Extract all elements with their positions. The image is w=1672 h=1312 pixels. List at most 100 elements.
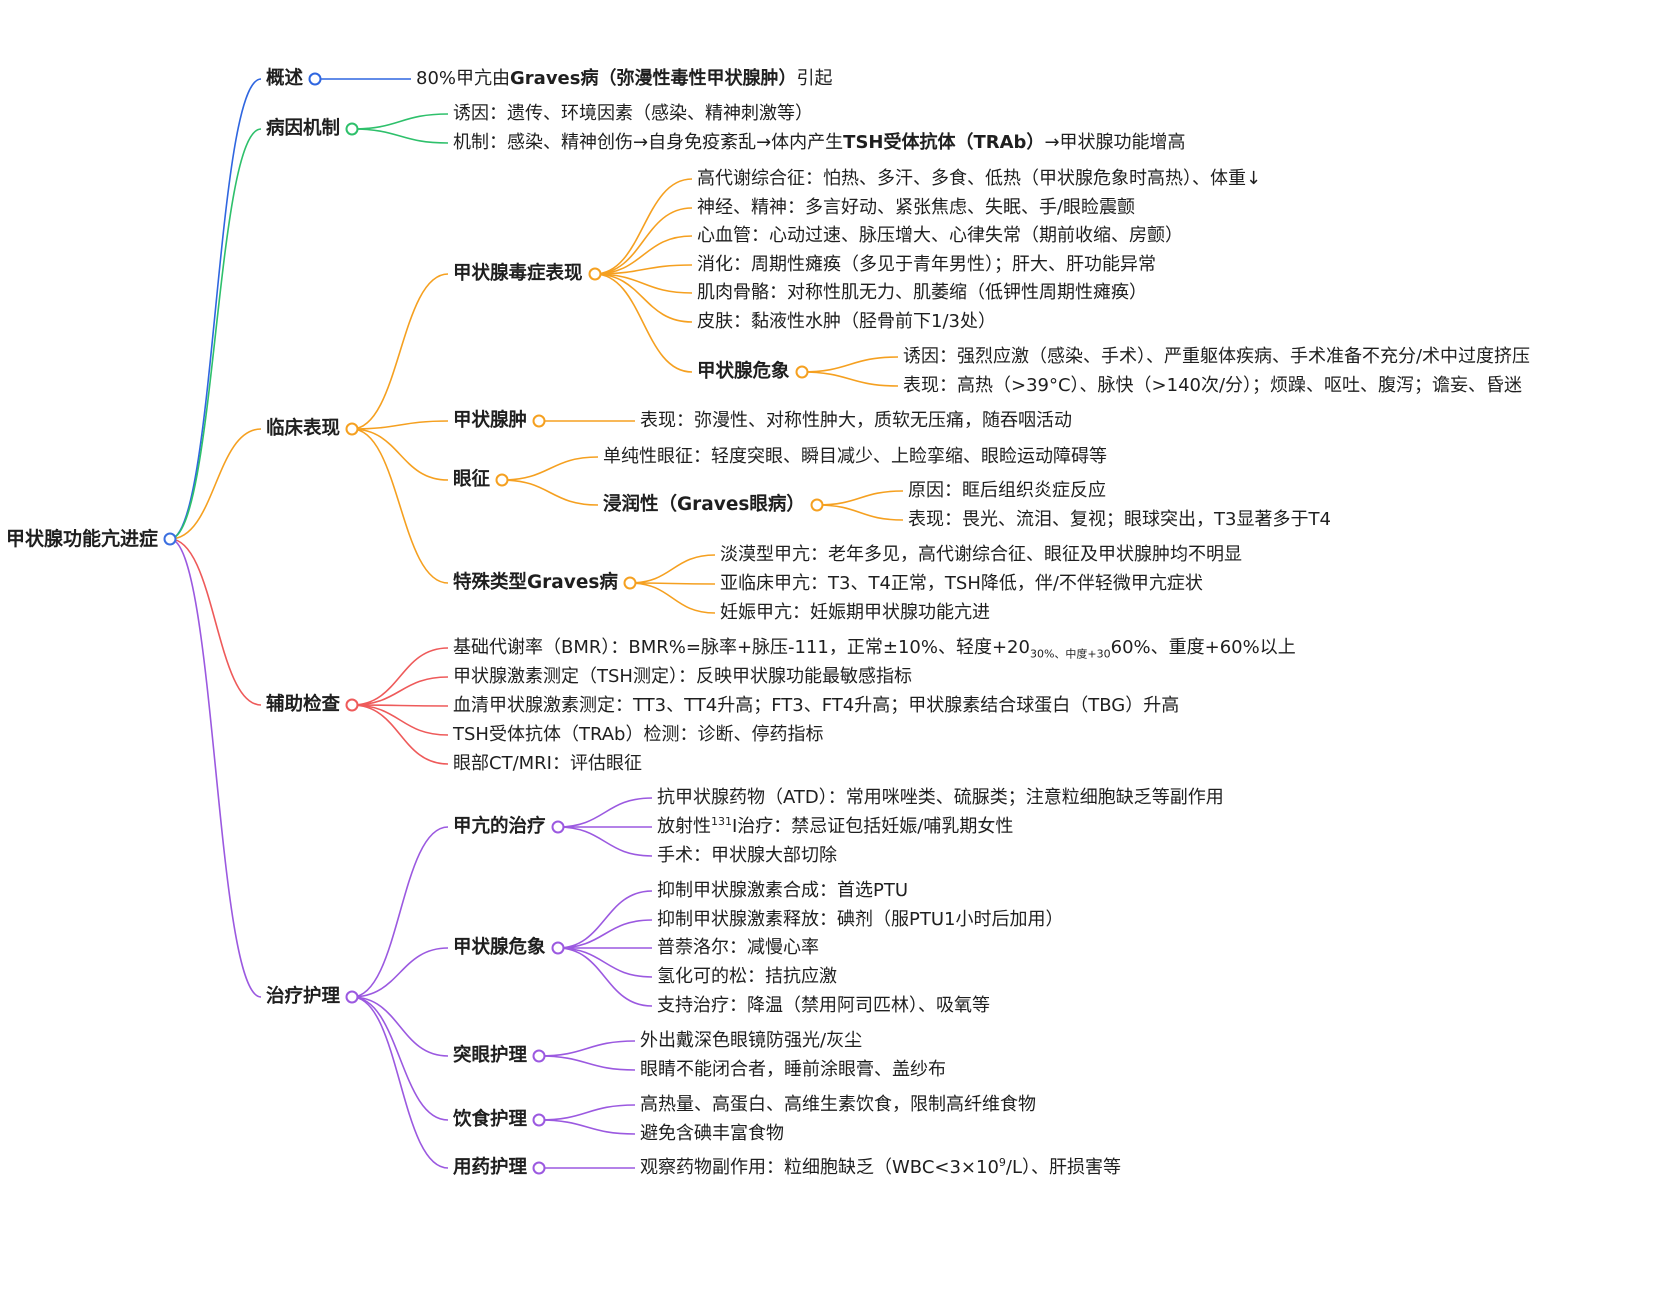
connector-curve bbox=[352, 704, 449, 707]
collapse-toggle-icon[interactable] bbox=[345, 698, 359, 712]
root-topic: 甲状腺功能亢进症 bbox=[6, 528, 159, 550]
collapse-toggle-icon[interactable] bbox=[345, 422, 359, 436]
leaf-topic: 淡漠型甲亢：老年多见，高代谢综合征、眼征及甲状腺肿均不明显 bbox=[720, 544, 1242, 565]
branch-topic: 浸润性（Graves眼病） bbox=[603, 494, 805, 515]
branch-topic: 临床表现 bbox=[266, 418, 341, 439]
leaf-topic: 甲状腺激素测定（TSH测定）：反映甲状腺功能最敏感指标 bbox=[453, 666, 912, 687]
collapse-toggle-icon[interactable] bbox=[623, 576, 637, 590]
leaf-topic: 支持治疗：降温（禁用阿司匹林）、吸氧等 bbox=[657, 995, 990, 1016]
text-run: 131 bbox=[711, 815, 732, 828]
branch-topic: 突眼护理 bbox=[453, 1045, 528, 1066]
leaf-topic: 高代谢综合征：怕热、多汗、多食、低热（甲状腺危象时高热）、体重↓ bbox=[697, 168, 1262, 189]
branch-topic: 甲状腺危象 bbox=[697, 361, 790, 382]
connector-curve bbox=[816, 504, 904, 521]
connector-curve bbox=[352, 128, 449, 144]
connector-curve bbox=[169, 538, 262, 998]
leaf-topic: 亚临床甲亢：T3、T4正常，TSH降低，伴/不伴轻微甲亢症状 bbox=[720, 573, 1203, 594]
collapse-toggle-icon[interactable] bbox=[795, 365, 809, 379]
connector-curve bbox=[352, 996, 449, 1121]
text-run: 9 bbox=[998, 1156, 1006, 1169]
connector-curve bbox=[629, 554, 716, 584]
connector-curve bbox=[557, 890, 653, 949]
collapse-toggle-icon[interactable] bbox=[551, 820, 565, 834]
leaf-topic: 表现：高热（>39°C）、脉快（>140次/分）；烦躁、呕吐、腹泻；谵妄、昏迷 bbox=[903, 375, 1523, 396]
collapse-toggle-icon[interactable] bbox=[532, 1113, 546, 1127]
branch-topic: 治疗护理 bbox=[266, 986, 341, 1007]
collapse-toggle-icon[interactable] bbox=[810, 498, 824, 512]
leaf-topic: TSH受体抗体（TRAb）检测：诊断、停药指标 bbox=[453, 724, 824, 745]
leaf-topic: 外出戴深色眼镜防强光/灰尘 bbox=[640, 1030, 863, 1051]
collapse-toggle-icon[interactable] bbox=[551, 941, 565, 955]
branch-topic: 概述 bbox=[266, 68, 304, 89]
connector-curve bbox=[539, 1055, 636, 1071]
connector-curve bbox=[557, 947, 653, 1007]
leaf-topic: 抗甲状腺药物（ATD）：常用咪唑类、硫脲类；注意粒细胞缺乏等副作用 bbox=[657, 787, 1224, 808]
text-run: /L）、肝损害等 bbox=[1005, 1157, 1122, 1178]
connector-curve bbox=[352, 420, 449, 430]
leaf-topic: 抑制甲状腺激素合成：首选PTU bbox=[657, 880, 909, 901]
connector-curve bbox=[169, 78, 262, 540]
connector-curve bbox=[539, 1119, 636, 1135]
leaf-topic: 单纯性眼征：轻度突眼、瞬目减少、上睑挛缩、眼睑运动障碍等 bbox=[603, 446, 1107, 467]
collapse-toggle-icon[interactable] bbox=[308, 72, 322, 86]
connector-curve bbox=[352, 428, 449, 481]
connector-curve bbox=[351, 428, 449, 584]
connector-curve bbox=[557, 947, 653, 978]
text-run: TSH受体抗体（TRAb） bbox=[843, 132, 1045, 153]
text-run: 60%、重度+60%以上 bbox=[1110, 637, 1296, 658]
leaf-topic: 观察药物副作用：粒细胞缺乏（WBC<3×109/L）、肝损害等 bbox=[640, 1156, 1121, 1180]
text-run: →甲状腺功能增高 bbox=[1044, 132, 1186, 153]
branch-topic: 甲状腺危象 bbox=[453, 937, 546, 958]
leaf-topic: 80%甲亢由Graves病（弥漫性毒性甲状腺肿）引起 bbox=[416, 67, 832, 91]
leaf-topic: 氢化可的松：拮抗应激 bbox=[657, 966, 837, 987]
connector-curve bbox=[352, 676, 449, 706]
connector-curve bbox=[539, 1104, 636, 1121]
connector-curve bbox=[539, 1040, 636, 1057]
text-run: 机制：感染、精神创伤→自身免疫紊乱→体内产生 bbox=[453, 132, 844, 153]
leaf-topic: 表现：弥漫性、对称性肿大，质软无压痛，随吞咽活动 bbox=[640, 410, 1072, 431]
connector-curve bbox=[594, 273, 693, 373]
leaf-topic: 手术：甲状腺大部切除 bbox=[657, 845, 837, 866]
leaf-topic: 眼睛不能闭合者，睡前涂眼膏、盖纱布 bbox=[640, 1059, 946, 1080]
text-run: 观察药物副作用：粒细胞缺乏（WBC<3×10 bbox=[640, 1157, 999, 1178]
collapse-toggle-icon[interactable] bbox=[532, 414, 546, 428]
collapse-toggle-icon[interactable] bbox=[345, 122, 359, 136]
connector-curve bbox=[801, 356, 899, 373]
connector-curve bbox=[352, 113, 449, 130]
connector-curve bbox=[170, 428, 262, 540]
branch-topic: 病因机制 bbox=[266, 118, 341, 139]
connector-curve bbox=[594, 235, 693, 275]
collapse-toggle-icon[interactable] bbox=[345, 990, 359, 1004]
leaf-topic: 表现：畏光、流泪、复视；眼球突出，T3显著多于T4 bbox=[908, 509, 1331, 530]
connector-curve bbox=[352, 996, 449, 1057]
connector-curve bbox=[352, 947, 449, 998]
connector-curve bbox=[557, 919, 653, 949]
collapse-toggle-icon[interactable] bbox=[495, 473, 509, 487]
connector-curve bbox=[629, 582, 716, 585]
collapse-toggle-icon[interactable] bbox=[532, 1049, 546, 1063]
collapse-toggle-icon[interactable] bbox=[163, 532, 177, 546]
connector-curve bbox=[594, 273, 693, 323]
connector-curve bbox=[557, 826, 653, 857]
branch-topic: 辅助检查 bbox=[266, 694, 341, 715]
leaf-topic: 妊娠甲亢：妊娠期甲状腺功能亢进 bbox=[720, 602, 990, 623]
text-run: I治疗：禁忌证包括妊娠/哺乳期女性 bbox=[732, 816, 1014, 837]
branch-topic: 用药护理 bbox=[453, 1157, 528, 1178]
leaf-topic: 普萘洛尔：减慢心率 bbox=[657, 937, 819, 958]
collapse-toggle-icon[interactable] bbox=[588, 267, 602, 281]
connector-curve bbox=[594, 264, 693, 275]
connector-curve bbox=[594, 178, 693, 275]
connector-curve bbox=[502, 479, 599, 506]
collapse-toggle-icon[interactable] bbox=[532, 1161, 546, 1175]
text-run: 引起 bbox=[796, 68, 833, 89]
connector-curve bbox=[629, 582, 716, 614]
connector-curve bbox=[169, 538, 262, 706]
leaf-topic: 神经、精神：多言好动、紧张焦虑、失眠、手/眼睑震颤 bbox=[697, 197, 1136, 218]
leaf-topic: 消化：周期性瘫痪（多见于青年男性）；肝大、肝功能异常 bbox=[697, 254, 1156, 275]
connector-curve bbox=[169, 128, 262, 540]
connector-curve bbox=[351, 273, 449, 430]
connector-curve bbox=[352, 704, 449, 736]
text-run: Graves病（弥漫性毒性甲状腺肿） bbox=[510, 68, 797, 89]
